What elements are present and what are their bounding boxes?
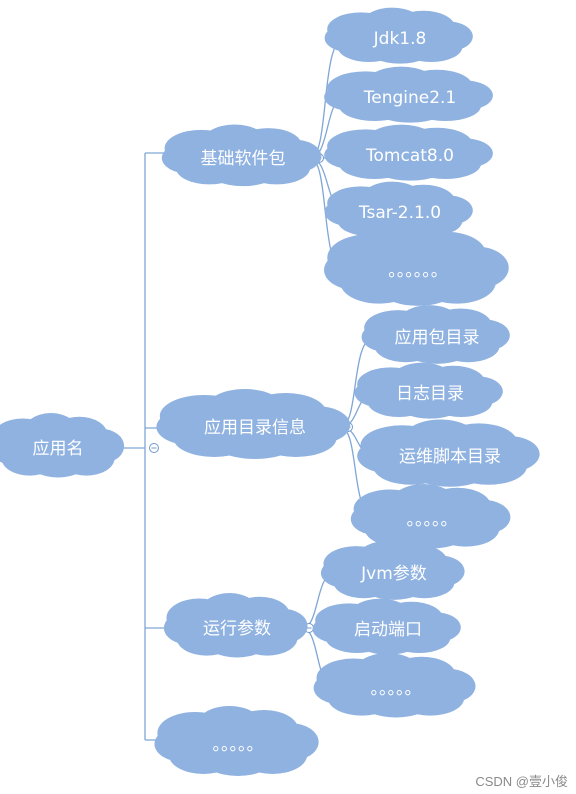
node-branch-1-child-0: 应用包目录 xyxy=(361,305,510,364)
node-branch-0-child-4-label: 。。。。。。 xyxy=(388,261,448,281)
node-branch-2-label: 运行参数 xyxy=(203,619,271,639)
node-branch-1-label: 应用目录信息 xyxy=(204,418,306,438)
node-branch-0-child-1: Tengine2.1 xyxy=(324,66,493,123)
node-branch-0-child-2: Tomcat8.0 xyxy=(324,124,493,181)
node-branch-3: 。。。。。 xyxy=(154,706,319,776)
node-branch-0-child-0: Jdk1.8 xyxy=(324,7,473,64)
node-branch-2: 运行参数 xyxy=(163,593,308,658)
node-root-label: 应用名 xyxy=(33,439,84,459)
node-branch-0-child-1-label: Tengine2.1 xyxy=(363,88,457,108)
node-root: 应用名 xyxy=(0,413,125,478)
node-branch-1: 应用目录信息 xyxy=(156,389,351,459)
node-branch-1-child-1: 日志目录 xyxy=(354,362,503,419)
node-branch-1-child-0-label: 应用包目录 xyxy=(395,328,480,348)
node-branch-0-child-4: 。。。。。。 xyxy=(324,227,509,306)
node-branch-0-child-3-label: Tsar-2.1.0 xyxy=(358,203,441,223)
node-branch-1-child-3-label: 。。。。。 xyxy=(407,510,458,530)
node-branch-1-child-2-label: 运维脚本目录 xyxy=(399,447,501,467)
node-branch-0-label: 基础软件包 xyxy=(201,149,286,169)
node-branch-2-child-1-label: 启动端口 xyxy=(354,620,422,640)
node-branch-0-child-3: Tsar-2.1.0 xyxy=(324,181,473,238)
node-branch-2-child-2-label: 。。。。。 xyxy=(371,679,422,699)
node-branch-2-child-0: Jvm参数 xyxy=(320,541,465,600)
node-branch-2-child-0-label: Jvm参数 xyxy=(360,564,427,584)
node-branch-2-child-1: 启动端口 xyxy=(312,598,461,655)
node-branch-2-child-2: 。。。。。 xyxy=(313,653,476,718)
watermark: CSDN @壹小俊 xyxy=(475,774,568,789)
node-branch-1-child-2: 运维脚本目录 xyxy=(357,419,540,487)
node-branch-0-child-0-label: Jdk1.8 xyxy=(373,29,427,49)
node-branch-1-child-3: 。。。。。 xyxy=(350,484,511,549)
node-branch-3-label: 。。。。。 xyxy=(213,735,264,755)
node-branch-0: 基础软件包 xyxy=(161,124,322,187)
node-branch-0-child-2-label: Tomcat8.0 xyxy=(365,146,454,166)
node-branch-1-child-1-label: 日志目录 xyxy=(396,384,464,404)
